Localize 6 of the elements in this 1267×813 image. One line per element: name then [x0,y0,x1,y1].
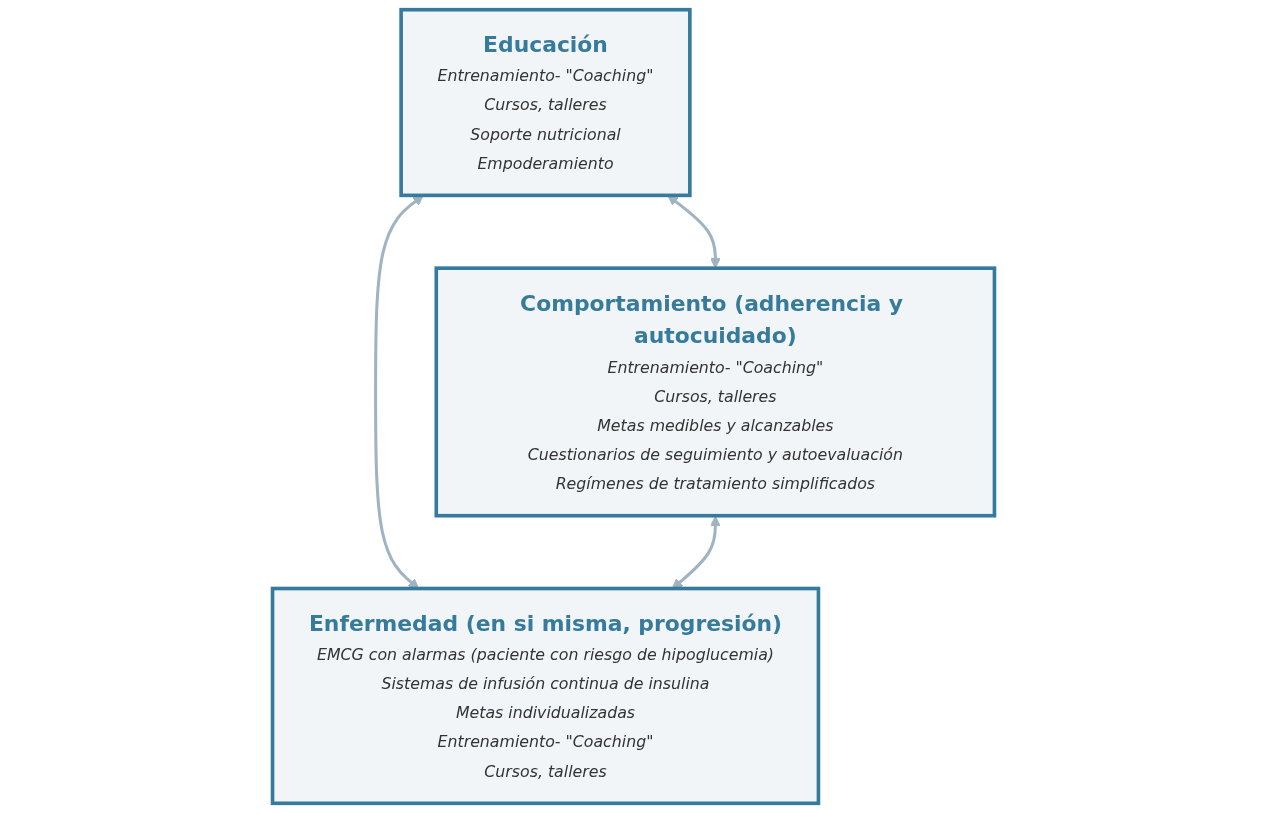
node-box: Enfermedad (en si misma, progresión) EMCG con alarmas (paciente con riesgo de hipoglucemia) Sistemas de infusión continua de insulina Metas individualizadas Entrenamiento- "Coaching" Cursos, talleres [270,586,821,806]
arrow [374,195,424,589]
arrow [667,195,721,269]
node-box: Educación Entrenamiento- "Coaching" Cursos, talleres Soporte nutricional Empoderamiento [399,7,692,198]
node-box: Comportamiento (adherencia y autocuidado) Entrenamiento- "Coaching" Cursos, talleres Metas medibles y alcanzables Cuestionarios de seguimiento y autoevaluación Regímenes de tratamiento simplificados [434,266,997,518]
arrow [671,515,721,589]
